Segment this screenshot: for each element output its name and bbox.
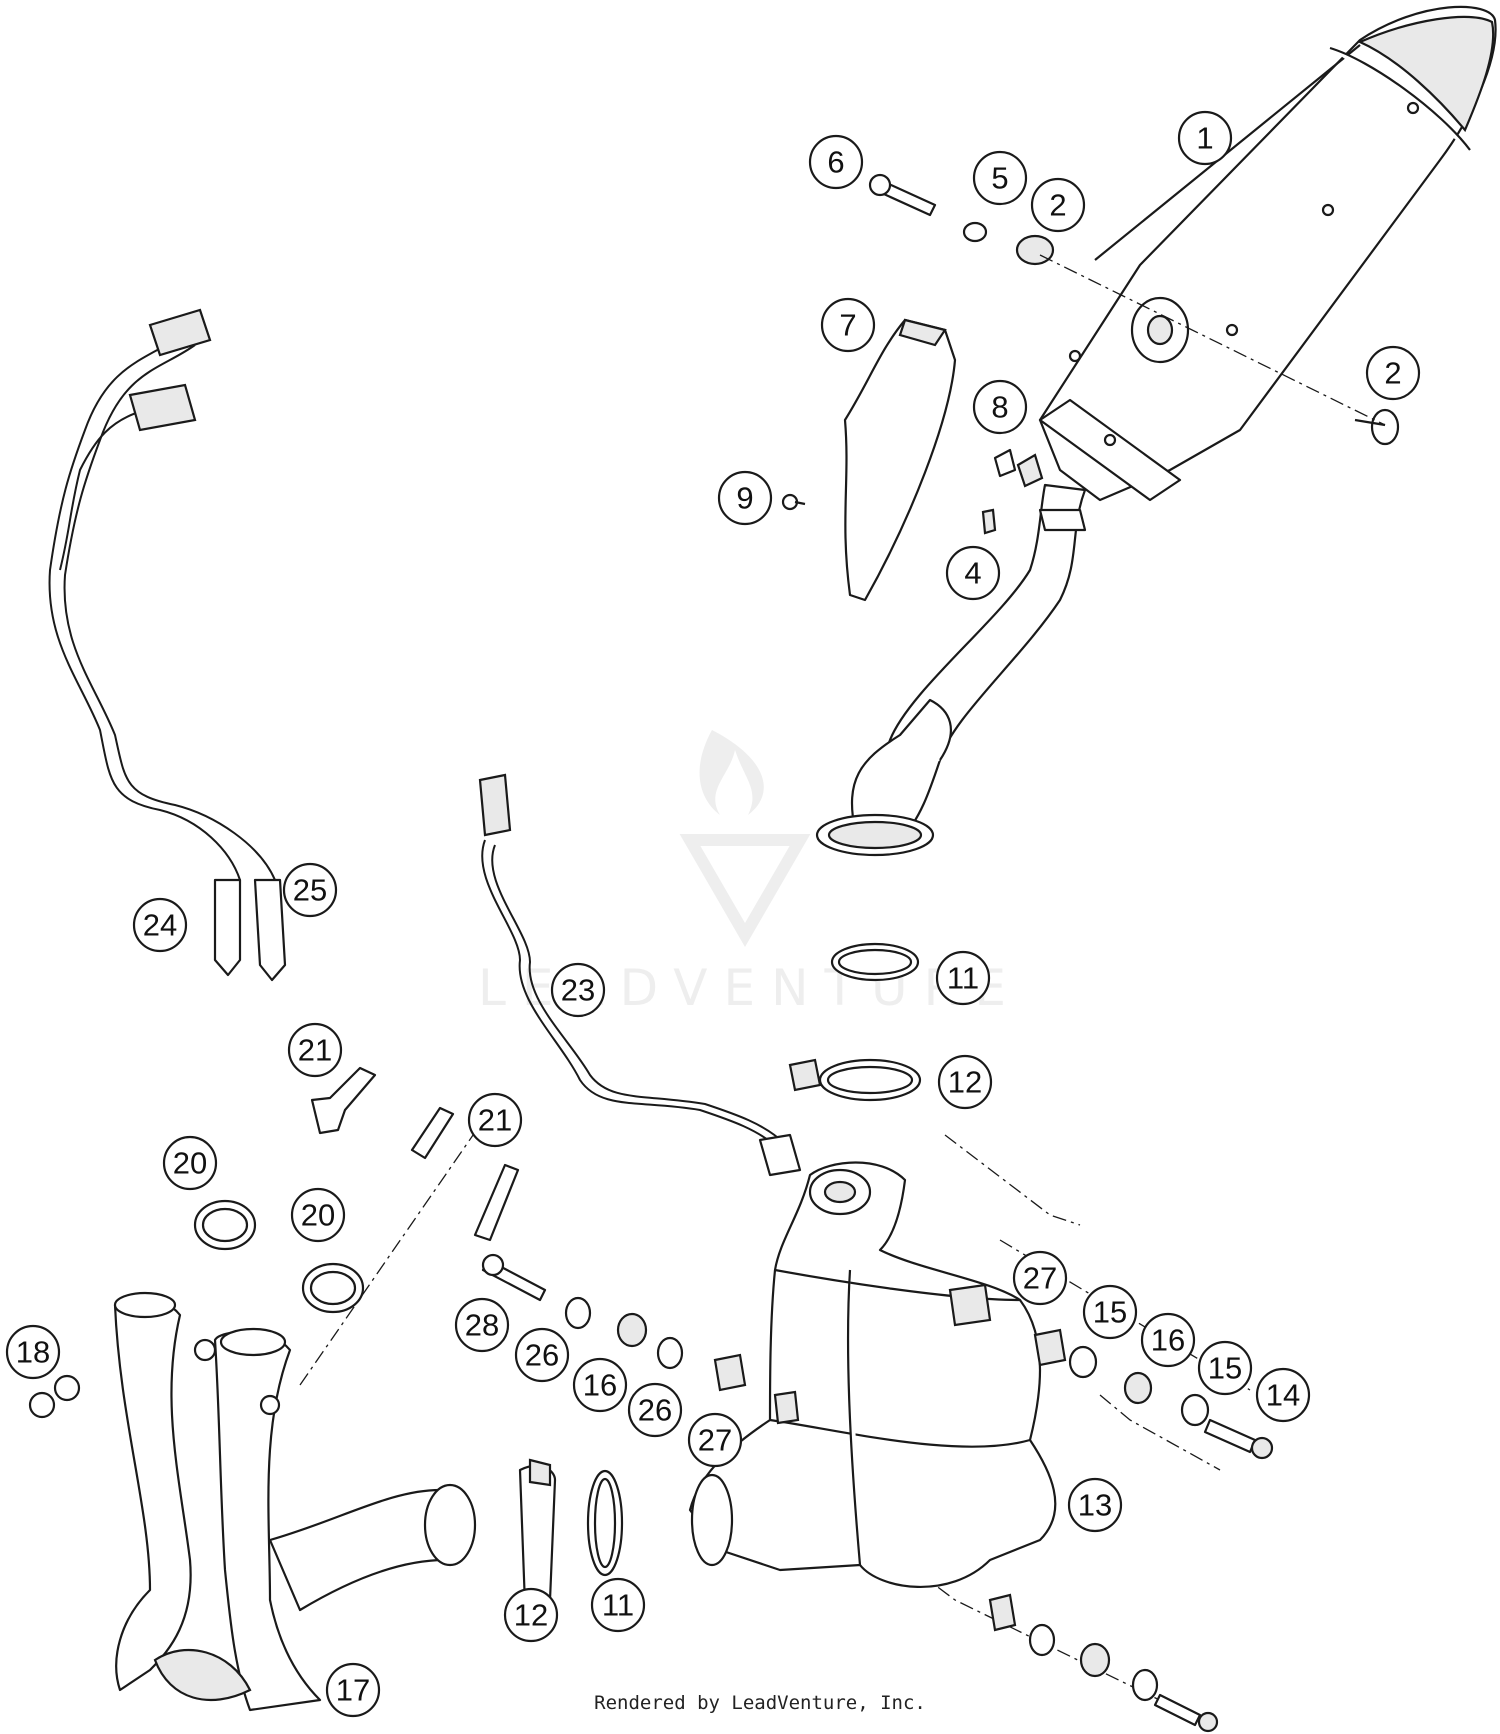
callout-28[interactable]: 28 [454,1297,510,1353]
render-credit: Rendered by LeadVenture, Inc. [594,1692,926,1714]
pre-muffler[interactable] [688,1161,1057,1588]
svg-text:13: 13 [1078,1488,1112,1523]
callout-7[interactable]: 7 [820,297,876,353]
svg-text:25: 25 [293,873,327,908]
svg-text:4: 4 [964,556,981,591]
callout-27[interactable]: 27 [687,1412,743,1468]
svg-text:16: 16 [1151,1323,1185,1358]
mounting-hardware-bolts[interactable] [481,1253,1274,1733]
svg-text:12: 12 [948,1065,982,1100]
callout-5[interactable]: 5 [972,150,1028,206]
gaskets[interactable] [193,1199,365,1314]
svg-text:6: 6 [827,145,844,180]
callout-14[interactable]: 14 [1255,1367,1311,1423]
ring-lower[interactable] [586,1469,624,1577]
callout-15[interactable]: 15 [1197,1340,1253,1396]
callout-16[interactable]: 16 [1140,1312,1196,1368]
svg-text:17: 17 [336,1673,370,1708]
callout-26[interactable]: 26 [514,1327,570,1383]
svg-text:5: 5 [991,161,1008,196]
svg-text:11: 11 [947,961,979,996]
callout-9[interactable]: 9 [717,470,773,526]
oxygen-sensor-harness[interactable] [48,308,287,982]
callout-27[interactable]: 27 [1012,1250,1068,1306]
header-pipes[interactable] [113,1291,477,1712]
svg-text:18: 18 [16,1335,50,1370]
svg-text:14: 14 [1266,1378,1300,1413]
svg-text:2: 2 [1049,188,1066,223]
callout-1[interactable]: 1 [1177,110,1233,166]
svg-text:28: 28 [465,1308,499,1343]
svg-text:21: 21 [478,1103,512,1138]
svg-text:26: 26 [638,1393,672,1428]
svg-text:15: 15 [1093,1295,1127,1330]
callout-18[interactable]: 18 [5,1324,61,1380]
svg-text:26: 26 [525,1338,559,1373]
svg-text:27: 27 [1023,1261,1057,1296]
callout-24[interactable]: 24 [132,897,188,953]
callout-12[interactable]: 12 [937,1054,993,1110]
callout-20[interactable]: 20 [290,1187,346,1243]
callout-25[interactable]: 25 [282,862,338,918]
nuts[interactable] [28,1374,81,1419]
heat-shield[interactable] [843,318,957,602]
svg-text:23: 23 [561,973,595,1008]
callout-12[interactable]: 12 [503,1587,559,1643]
svg-text:7: 7 [839,308,856,343]
callout-2[interactable]: 2 [1030,177,1086,233]
svg-text:11: 11 [602,1588,634,1623]
studs[interactable] [310,1066,520,1242]
callout-15[interactable]: 15 [1082,1284,1138,1340]
svg-text:15: 15 [1208,1351,1242,1386]
callout-23[interactable]: 23 [550,962,606,1018]
callout-4[interactable]: 4 [945,545,1001,601]
oxygen-sensor-cable[interactable] [478,773,802,1177]
callout-2[interactable]: 2 [1365,345,1421,401]
svg-text:16: 16 [583,1368,617,1403]
svg-text:21: 21 [298,1033,332,1068]
callout-11[interactable]: 11 [590,1577,646,1633]
callout-8[interactable]: 8 [972,379,1028,435]
svg-text:2: 2 [1384,356,1401,391]
callout-13[interactable]: 13 [1067,1477,1123,1533]
callout-6[interactable]: 6 [808,134,864,190]
muffler[interactable] [1038,5,1497,502]
callout-17[interactable]: 17 [325,1662,381,1718]
clamps-upper[interactable] [788,1058,922,1102]
callout-21[interactable]: 21 [287,1022,343,1078]
callout-26[interactable]: 26 [627,1382,683,1438]
link-pipe[interactable] [815,483,1087,857]
seal-rings-upper[interactable] [830,942,920,982]
small-clips[interactable] [781,448,1044,535]
callout-11[interactable]: 11 [935,950,991,1006]
svg-text:20: 20 [173,1146,207,1181]
svg-text:1: 1 [1196,121,1213,156]
svg-text:9: 9 [736,481,753,516]
svg-text:8: 8 [991,390,1008,425]
svg-text:20: 20 [301,1198,335,1233]
callout-16[interactable]: 16 [572,1357,628,1413]
callout-21[interactable]: 21 [467,1092,523,1148]
part-callouts: 1 2 2 4 5 6 7 8 9 11 11 12 12 13 14 15 1… [5,110,1421,1718]
svg-text:12: 12 [514,1598,548,1633]
svg-text:24: 24 [143,908,177,943]
svg-text:27: 27 [698,1423,732,1458]
callout-20[interactable]: 20 [162,1135,218,1191]
